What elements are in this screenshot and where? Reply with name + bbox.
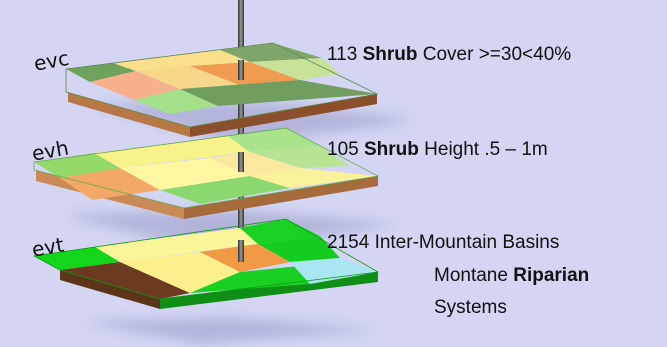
- evt-description-line-1: 2154 Inter-Mountain Basins: [327, 232, 559, 254]
- rod-tip-evt: [238, 240, 244, 262]
- evt-line-3: Systems: [434, 297, 507, 318]
- rod-tip-evc: [238, 60, 244, 80]
- evh-cell-4: [60, 168, 160, 200]
- evt-outline: [32, 218, 380, 300]
- evt-layer: [32, 218, 380, 309]
- evt-cell-9: [290, 258, 378, 284]
- rod-tip-evh: [238, 152, 244, 172]
- evh-outline: [33, 127, 380, 209]
- evc-layer: [65, 42, 379, 137]
- evc-cell-9: [250, 58, 340, 80]
- evt-keyword: Riparian: [513, 265, 590, 286]
- evh-detail: Height .5 – 1m: [424, 139, 548, 160]
- evt-edge-left: [60, 270, 160, 309]
- evt-cell-6: [200, 244, 290, 272]
- evh-edge-right: [184, 176, 378, 219]
- evt-shadow: [80, 318, 380, 343]
- evt-cell-3: [240, 219, 320, 244]
- evc-edge-left: [68, 92, 190, 137]
- evt-cell-5: [120, 252, 240, 293]
- evh-code: 105: [327, 139, 359, 160]
- evc-code: 113: [327, 44, 358, 65]
- evh-cell-2: [94, 136, 250, 168]
- evc-outline: [65, 42, 379, 128]
- evt-code: 2154: [327, 232, 370, 253]
- evh-cell-9: [250, 146, 350, 168]
- evc-cell-7: [134, 89, 218, 114]
- evt-cell-8: [258, 236, 340, 262]
- evt-cell-4: [60, 262, 190, 299]
- evh-cell-5: [120, 158, 250, 190]
- evc-description: 113 Shrub Cover >=30<40%: [327, 44, 571, 66]
- evc-edge-right: [190, 94, 377, 137]
- evt-cell-1: [34, 247, 120, 270]
- evh-keyword: Shrub: [363, 139, 419, 160]
- evt-description-line-3: Systems: [434, 297, 507, 319]
- evt-cell-2: [95, 228, 258, 262]
- evt-cell-7: [190, 266, 310, 293]
- evt-line-2-pre: Montane: [434, 265, 508, 286]
- evc-cell-1: [66, 63, 136, 82]
- evt-description-line-2: Montane Riparian: [434, 265, 589, 287]
- evh-cell-8: [210, 152, 300, 176]
- evh-layer: [33, 127, 380, 219]
- evh-cell-6: [160, 176, 290, 204]
- evc-keyword: Shrub: [362, 44, 418, 65]
- evc-cell-3: [220, 43, 322, 62]
- evt-line-1: Inter-Mountain Basins: [374, 232, 560, 253]
- rod-tips: [238, 60, 244, 262]
- evc-cell-2: [113, 50, 250, 71]
- evh-cell-7: [250, 168, 378, 188]
- evc-cell-4: [90, 71, 180, 100]
- evc-cell-5: [136, 66, 242, 89]
- evc-cell-8: [180, 80, 377, 106]
- evc-cell-6: [190, 62, 300, 86]
- evc-detail: Cover >=30<40%: [422, 44, 572, 65]
- evh-description: 105 Shrub Height .5 – 1m: [327, 139, 548, 161]
